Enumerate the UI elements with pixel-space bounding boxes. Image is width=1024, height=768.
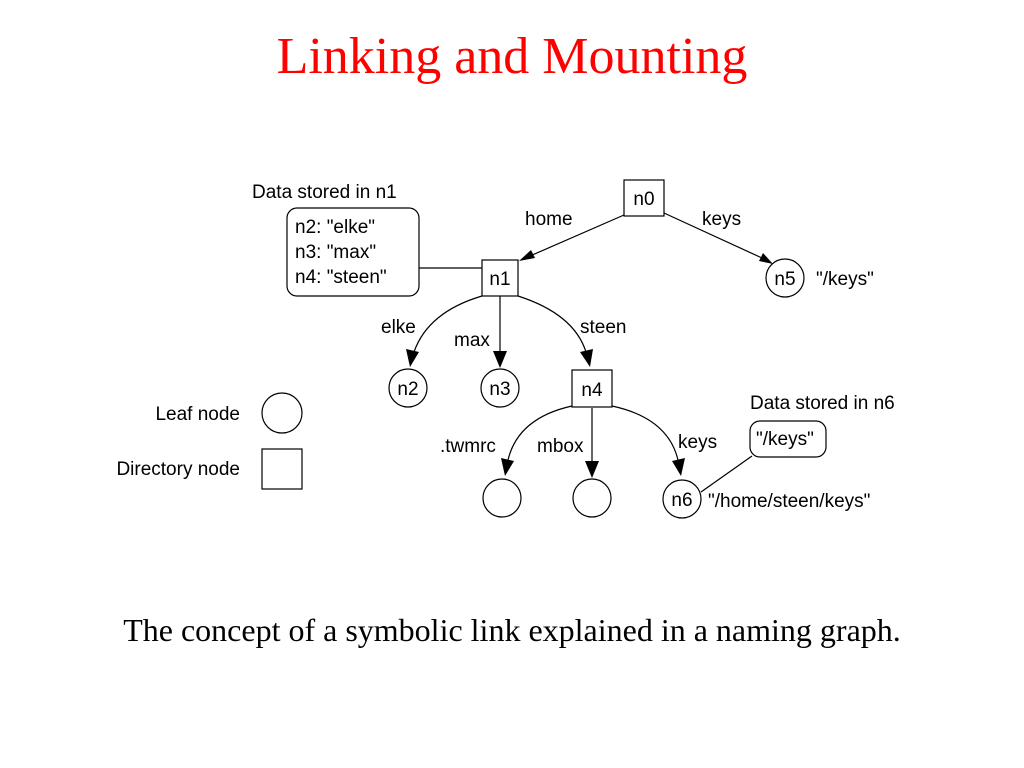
arrow-max [493,351,507,368]
arrow-elke [406,349,419,367]
n6-data-heading: Data stored in n6 [750,393,895,414]
connector-n6-data [700,455,753,493]
n6-data-value: "/keys" [756,429,814,450]
arrow-keys-n0 [759,253,773,264]
node-twmrc-leaf [482,478,522,518]
edges [406,212,773,493]
n1-data-box [286,207,420,297]
legend-directory-label: Directory node [116,459,240,480]
n1-data-heading: Data stored in n1 [252,182,397,203]
edge-home [529,214,625,257]
edge-label-keys-n0: keys [702,209,741,230]
node-n2-label: n2 [397,379,418,400]
arrow-steen [580,349,593,367]
legend-directory-square [261,448,303,490]
n1-data-line-n4: n4: "steen" [295,267,387,288]
edge-steen [517,295,587,353]
edge-label-twmrc: .twmrc [440,436,496,457]
node-n5-label: n5 [774,269,795,290]
arrow-twmrc [501,458,514,476]
path-label-n6: "/home/steen/keys" [708,491,870,512]
node-n6 [662,479,702,519]
edge-label-steen: steen [580,317,626,338]
edge-label-max: max [454,330,490,351]
legend: Leaf node Directory node [116,392,303,490]
legend-leaf-circle [261,392,303,434]
n6-data-box [749,420,827,458]
edge-label-elke: elke [381,317,416,338]
node-n1 [481,259,519,297]
slide-caption: The concept of a symbolic link explained… [123,612,901,648]
legend-leaf-label: Leaf node [155,404,240,425]
node-n3 [480,368,520,408]
node-n4-label: n4 [581,380,603,401]
node-n0 [623,179,665,217]
edge-keys-n4 [611,405,679,461]
edge-label-mbox: mbox [537,436,584,457]
edge-label-home: home [525,209,573,230]
node-n4 [571,369,613,408]
node-n0-label: n0 [633,189,654,210]
n1-data-line-n2: n2: "elke" [295,217,375,238]
edge-twmrc [507,405,573,461]
path-label-n5: "/keys" [816,269,874,290]
node-n5 [765,258,805,298]
slide-title: Linking and Mounting [276,28,748,85]
node-n2 [388,368,428,408]
edge-elke [413,295,483,353]
arrow-home [519,250,535,261]
node-n3-label: n3 [489,379,510,400]
edge-keys-n0 [663,212,763,259]
edge-label-keys-n4: keys [678,432,717,453]
n1-data-line-n3: n3: "max" [295,242,376,263]
node-n1-label: n1 [489,269,510,290]
node-n6-label: n6 [671,490,692,511]
arrow-keys-n4 [672,458,685,476]
node-mbox-leaf [572,478,612,518]
arrow-mbox [585,461,599,478]
